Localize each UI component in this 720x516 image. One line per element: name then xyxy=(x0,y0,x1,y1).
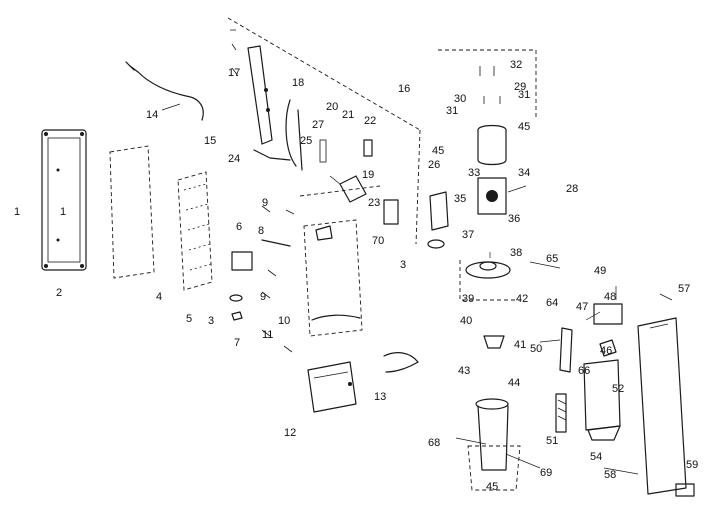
label-35: 35 xyxy=(454,193,466,205)
label-26: 26 xyxy=(428,159,440,171)
label-15: 15 xyxy=(204,135,216,147)
label-10: 10 xyxy=(278,315,290,327)
label-16: 16 xyxy=(398,83,410,95)
label-27: 27 xyxy=(312,119,324,131)
label-38: 38 xyxy=(510,247,522,259)
part-5-filter xyxy=(177,171,213,291)
part-46-52-switch xyxy=(555,303,623,433)
part-12-door xyxy=(307,361,357,413)
label-68: 68 xyxy=(428,437,440,449)
label-50: 50 xyxy=(530,343,542,355)
label-57: 57 xyxy=(678,283,690,295)
label-1: 1 xyxy=(60,206,66,218)
part-2-frame xyxy=(41,129,87,271)
part-4-filter xyxy=(109,145,155,279)
label-70: 70 xyxy=(372,235,384,247)
label-45: 45 xyxy=(432,145,444,157)
part-11-screw xyxy=(261,329,293,353)
part-17-handle xyxy=(230,29,291,161)
label-46: 46 xyxy=(600,345,612,357)
label-9: 9 xyxy=(260,291,266,303)
label-45: 45 xyxy=(518,121,530,133)
label-47: 47 xyxy=(576,301,588,313)
label-66: 66 xyxy=(578,365,590,377)
label-14: 14 xyxy=(146,109,158,121)
part-29-32-box xyxy=(438,49,537,120)
label-2: 2 xyxy=(56,287,62,299)
label-31: 31 xyxy=(518,89,530,101)
part-41-nozzle xyxy=(483,335,505,349)
label-42: 42 xyxy=(516,293,528,305)
label-34: 34 xyxy=(518,167,530,179)
label-39: 39 xyxy=(462,293,474,305)
label-32: 32 xyxy=(510,59,522,71)
label-65: 65 xyxy=(546,253,558,265)
label-40: 40 xyxy=(460,315,472,327)
label-49: 49 xyxy=(594,265,606,277)
label-22: 22 xyxy=(364,115,376,127)
part-13-cover xyxy=(383,352,419,373)
housing-outline xyxy=(227,17,421,245)
label-43: 43 xyxy=(458,365,470,377)
label-9: 9 xyxy=(262,197,268,209)
label-3: 3 xyxy=(400,259,406,271)
label-31: 31 xyxy=(446,105,458,117)
label-45: 45 xyxy=(486,481,498,493)
label-24: 24 xyxy=(228,153,240,165)
label-20: 20 xyxy=(326,101,338,113)
label-41: 41 xyxy=(514,339,526,351)
label-44: 44 xyxy=(508,377,520,389)
part-10-body xyxy=(303,219,363,337)
label-5: 5 xyxy=(186,313,192,325)
label-28: 28 xyxy=(566,183,578,195)
label-7: 7 xyxy=(234,337,240,349)
label-29: 29 xyxy=(514,81,526,93)
label-4: 4 xyxy=(156,291,162,303)
label-1: 1 xyxy=(14,206,20,218)
label-48: 48 xyxy=(604,291,616,303)
part-25-hose xyxy=(285,99,327,171)
label-23: 23 xyxy=(368,197,380,209)
label-64: 64 xyxy=(546,297,558,309)
label-18: 18 xyxy=(292,77,304,89)
part-22-clip xyxy=(363,139,373,157)
label-36: 36 xyxy=(508,213,520,225)
label-17: 17 xyxy=(228,67,240,79)
label-30: 30 xyxy=(454,93,466,105)
callout-labels: 1 1 2 3 3 4 5 6 7 8 9 9 10 11 12 13 14 1… xyxy=(14,59,698,493)
label-69: 69 xyxy=(540,467,552,479)
label-52: 52 xyxy=(612,383,624,395)
label-54: 54 xyxy=(590,451,602,463)
label-19: 19 xyxy=(362,169,374,181)
part-19-bracket xyxy=(329,175,399,225)
label-51: 51 xyxy=(546,435,558,447)
label-6: 6 xyxy=(236,221,242,233)
leader-lines xyxy=(161,103,673,475)
label-33: 33 xyxy=(468,167,480,179)
motor-assembly xyxy=(427,124,507,249)
part-68-canister xyxy=(467,398,521,491)
part-39-fan xyxy=(459,260,520,301)
part-58-panel xyxy=(637,317,695,497)
label-12: 12 xyxy=(284,427,296,439)
label-25: 25 xyxy=(300,135,312,147)
part-14-cord xyxy=(125,61,204,121)
label-58: 58 xyxy=(604,469,616,481)
label-8: 8 xyxy=(258,225,264,237)
label-11: 11 xyxy=(262,329,273,341)
label-37: 37 xyxy=(462,229,474,241)
small-parts-6-9 xyxy=(229,205,295,321)
label-21: 21 xyxy=(342,109,354,121)
label-3: 3 xyxy=(208,315,214,327)
part-54-bracket xyxy=(583,359,621,441)
label-13: 13 xyxy=(374,391,386,403)
label-59: 59 xyxy=(686,459,698,471)
